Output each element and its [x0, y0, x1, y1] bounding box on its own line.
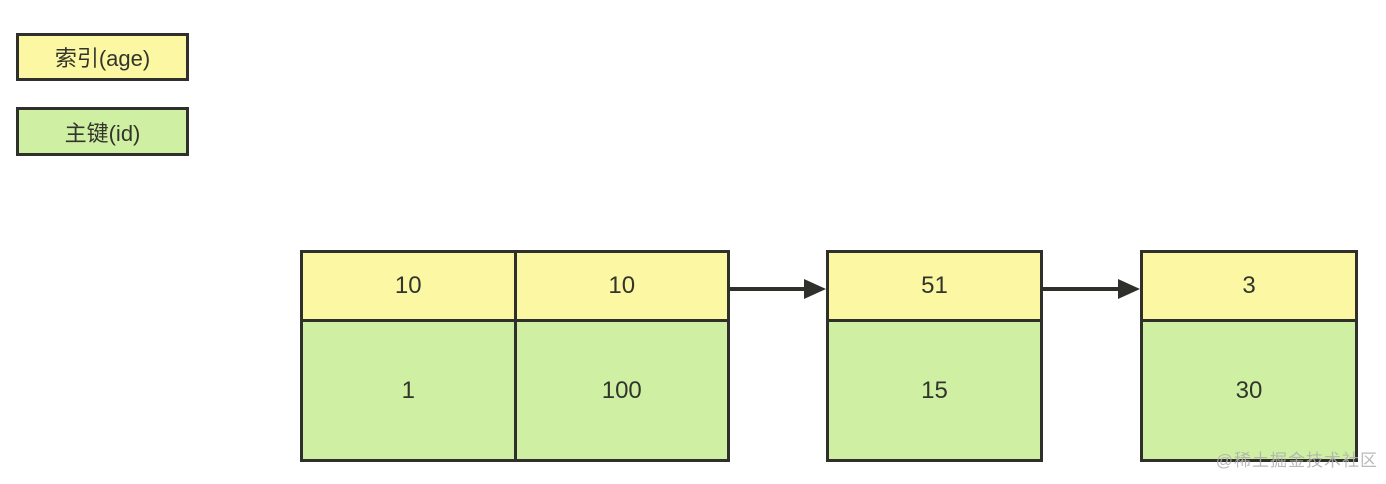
primary-key-cell: 1 [303, 322, 517, 459]
legend-primary-key-id-label: 主键(id) [64, 120, 141, 146]
primary-key-cell: 30 [1143, 322, 1355, 459]
index-cell: 51 [829, 253, 1040, 319]
leaf-node-1: 10 10 1 100 [300, 250, 730, 462]
leaf-node-1-index-row: 10 10 [303, 253, 727, 322]
primary-key-value: 1 [401, 376, 415, 404]
index-value: 10 [608, 272, 636, 299]
leaf-node-2-pk-row: 15 [829, 322, 1040, 459]
index-value: 3 [1242, 272, 1256, 299]
index-cell: 10 [516, 253, 727, 319]
leaf-node-2-index-row: 51 [829, 253, 1040, 322]
index-value: 51 [921, 272, 948, 299]
arrow-right-connector-2 [1043, 269, 1140, 309]
arrow-right-connector-1 [730, 269, 826, 309]
leaf-node-3-index-row: 3 [1143, 253, 1355, 322]
arrow-right-icon [730, 279, 826, 299]
watermark: @稀土掘金技术社区 [1215, 451, 1378, 470]
primary-key-cell: 100 [516, 322, 727, 459]
leaf-node-2: 51 15 [826, 250, 1043, 462]
index-cell: 3 [1143, 253, 1355, 319]
legend-primary-key-id: 主键(id) [16, 107, 189, 156]
legend-index-age-label: 索引(age) [54, 46, 151, 71]
index-value: 10 [394, 272, 422, 299]
leaf-node-3-pk-row: 30 [1143, 322, 1355, 459]
index-cell: 10 [303, 253, 517, 319]
primary-key-cell: 15 [829, 322, 1040, 459]
leaf-node-1-pk-row: 1 100 [303, 322, 727, 459]
primary-key-value: 30 [1235, 376, 1263, 404]
legend-index-age: 索引(age) [16, 33, 189, 81]
primary-key-value: 15 [921, 376, 948, 404]
leaf-node-3: 3 30 [1140, 250, 1358, 462]
primary-key-value: 100 [601, 376, 642, 404]
arrow-right-icon [1043, 279, 1140, 299]
